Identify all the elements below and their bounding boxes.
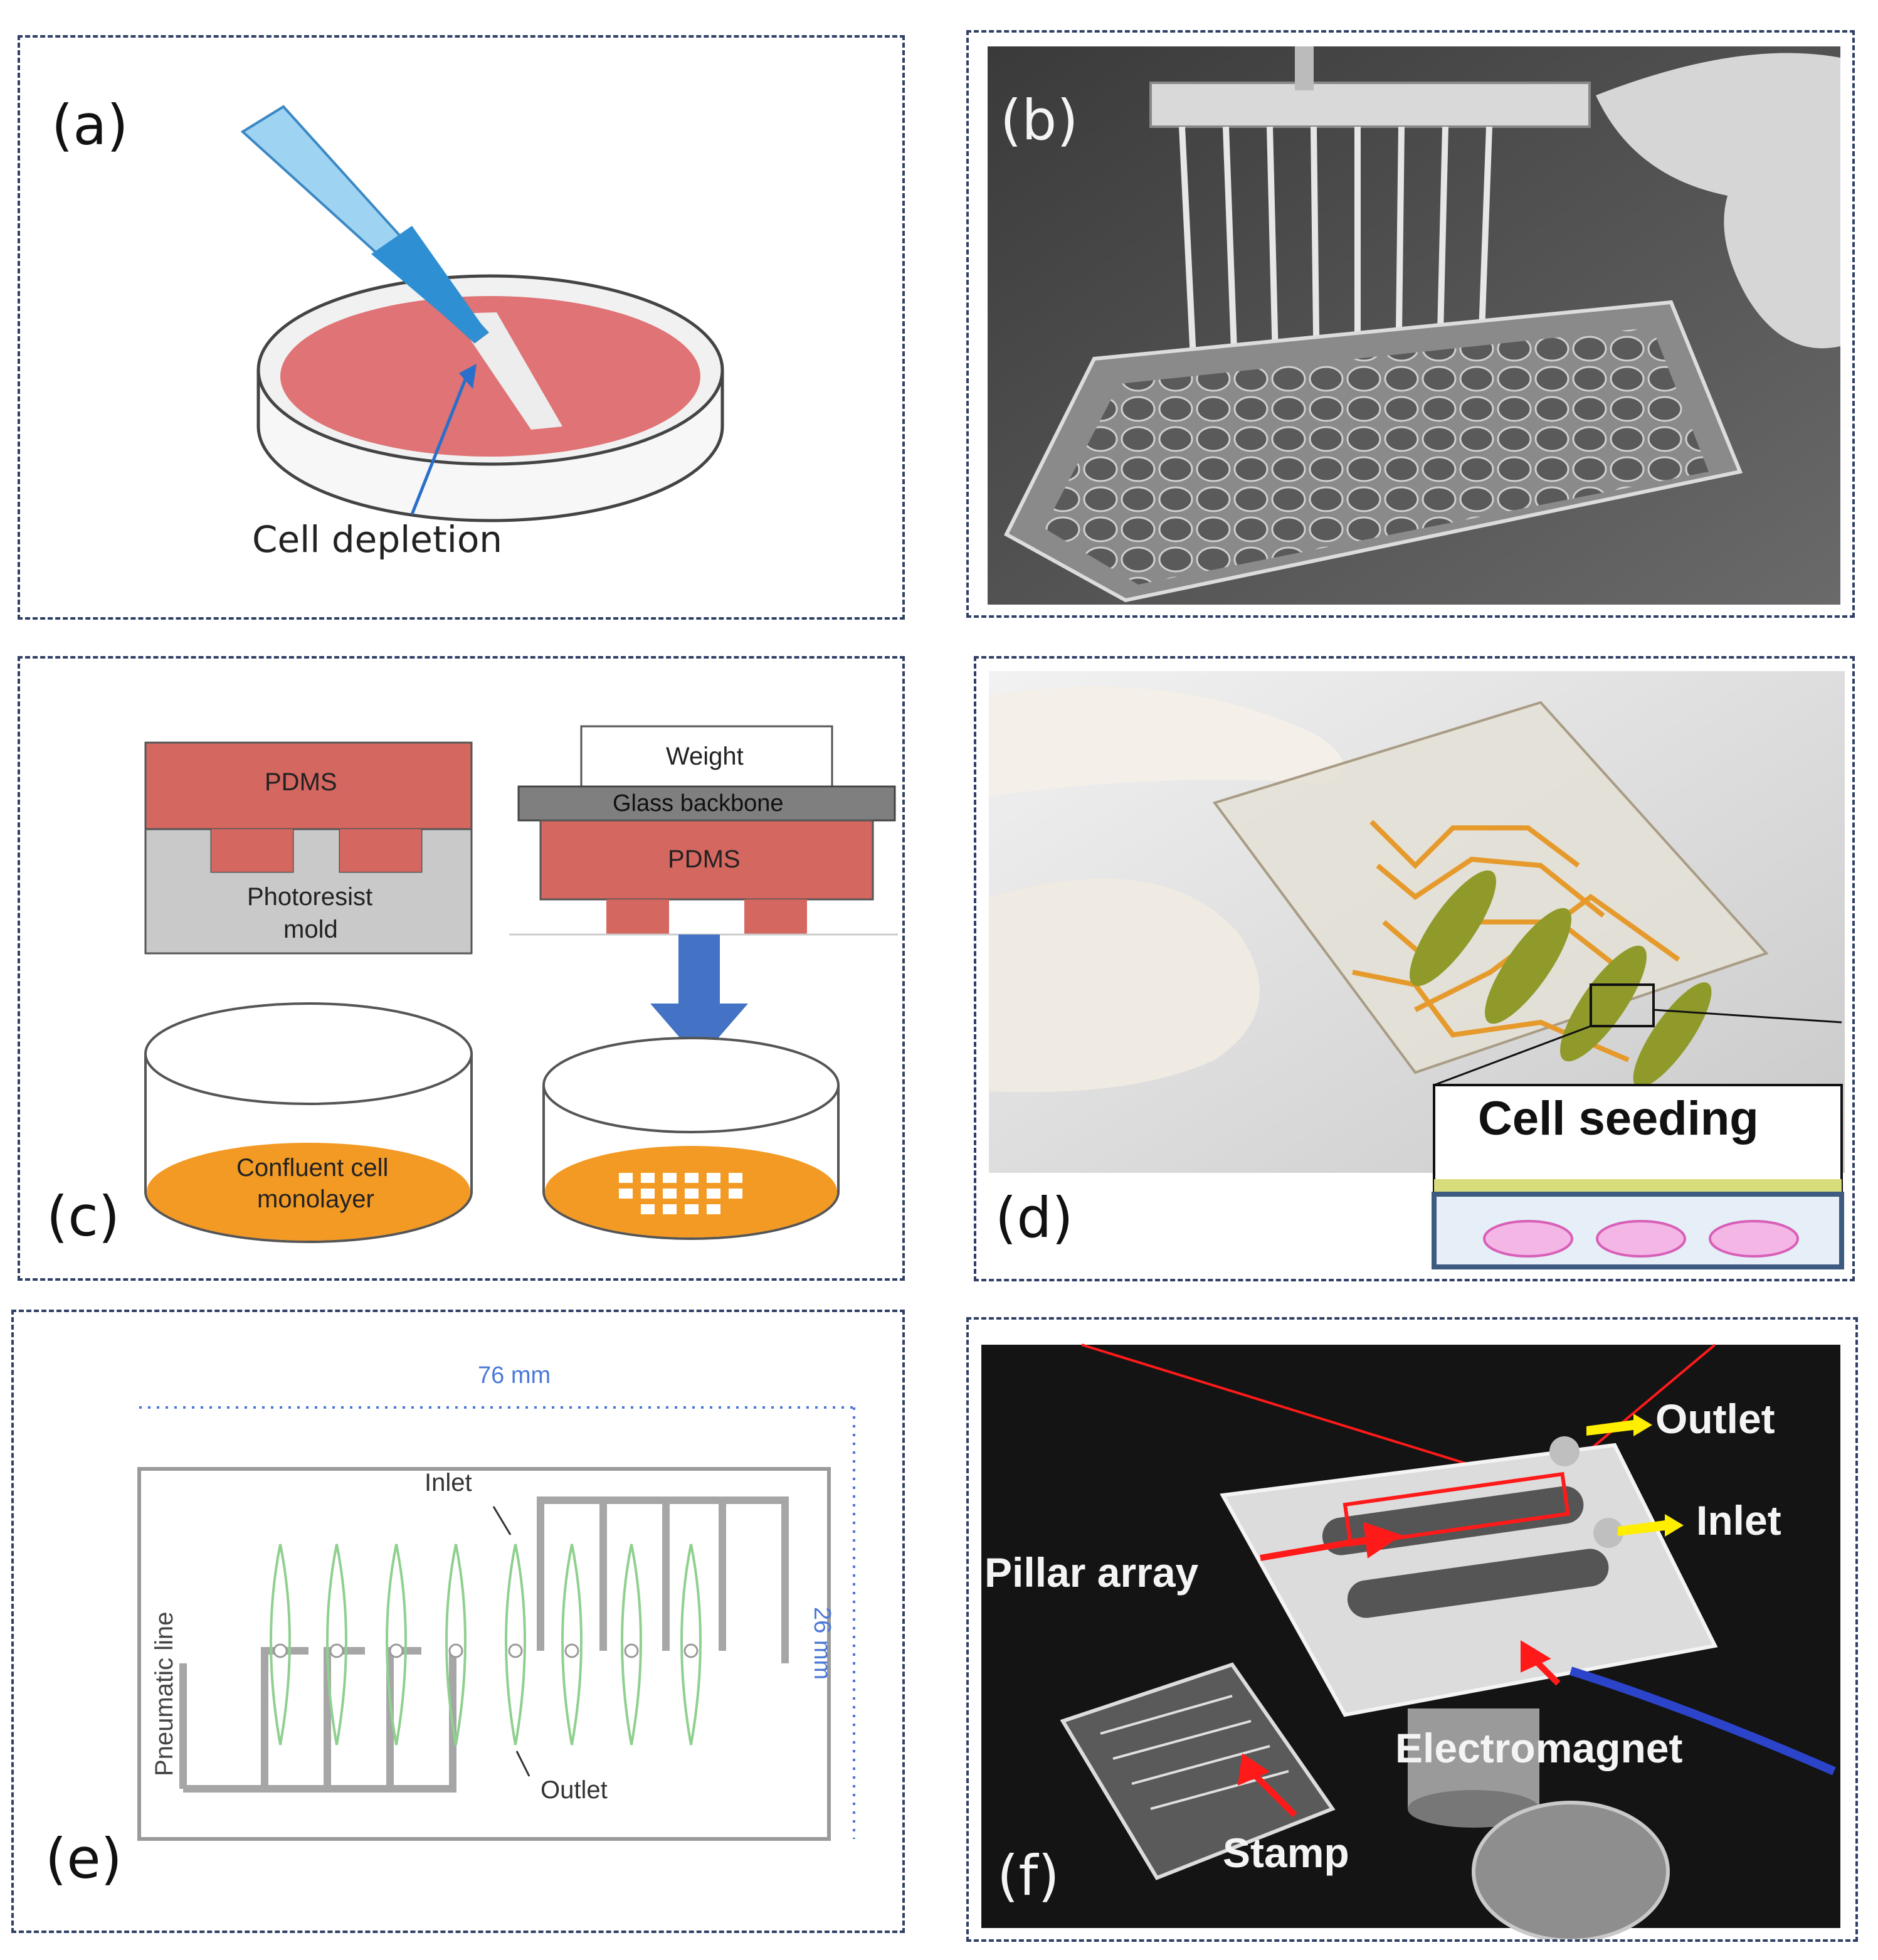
- pdms-on-mold: [144, 741, 473, 955]
- panel-e-label: (e): [45, 1826, 122, 1891]
- glass-backbone-label: Glass backbone: [613, 790, 784, 817]
- panel-b: (b): [966, 30, 1855, 618]
- photoresist-label: Photoresist: [247, 883, 373, 911]
- panel-d: Cell seeding (d): [974, 656, 1855, 1281]
- yellow-pointer-arrows: [1586, 1414, 1684, 1537]
- width-dimension-label: 76 mm: [478, 1362, 551, 1389]
- magnetic-stamp-device-photo: [981, 1343, 1840, 1939]
- down-arrow-icon: [650, 935, 748, 1060]
- height-dimension-label: 26 mm: [809, 1607, 835, 1680]
- patterned-dish: [542, 1037, 840, 1240]
- panel-b-label: (b): [1000, 88, 1079, 152]
- mold-label: mold: [283, 916, 338, 943]
- pdms-label-right: PDMS: [668, 845, 741, 873]
- panel-c: PDMS Photoresist mold Weight Glass backb…: [18, 656, 905, 1281]
- weighted-pdms-stamp: [509, 725, 898, 936]
- electromagnet-label: Electromagnet: [1395, 1725, 1683, 1771]
- petri-dish-scratch-illustration: [240, 105, 724, 522]
- multichannel-pipette-photo: [988, 46, 1840, 605]
- inlet-label: Inlet: [425, 1469, 472, 1496]
- ports: [273, 1643, 699, 1658]
- cell-seeding-label: Cell seeding: [1478, 1092, 1759, 1145]
- stamp-label: Stamp: [1223, 1830, 1349, 1876]
- panel-f: Outlet Inlet Pillar array Electromagnet …: [966, 1317, 1858, 1942]
- weight-label: Weight: [666, 743, 744, 770]
- cell-depletion-label: Cell depletion: [252, 518, 503, 561]
- monolayer-label: monolayer: [257, 1185, 374, 1213]
- panel-c-label: (c): [46, 1184, 120, 1249]
- pneumatic-lines: [179, 1496, 789, 1793]
- petri-dish-icon: [256, 274, 724, 522]
- confluent-label: Confluent cell: [236, 1154, 389, 1182]
- red-pointer-arrows: [1237, 1522, 1561, 1818]
- confluent-dish: [144, 1002, 473, 1243]
- culture-chambers: [270, 1544, 702, 1745]
- inlet-label: Inlet: [1696, 1497, 1781, 1544]
- pdms-stamping-diagram: [144, 725, 898, 1243]
- pipette-tip-icon: [240, 105, 489, 344]
- annotation-arrow: [410, 364, 477, 515]
- outlet-label: Outlet: [541, 1776, 608, 1804]
- pillar-array-label: Pillar array: [984, 1549, 1199, 1596]
- panel-a-label: (a): [51, 93, 129, 157]
- cell-seeding-inset: [1432, 1084, 1844, 1269]
- panel-a: (a) Cell depletion: [18, 35, 905, 620]
- outlet-label: Outlet: [1655, 1396, 1775, 1442]
- chip-layout-schematic: [137, 1406, 855, 1841]
- panel-e: 76 mm 26 mm Pneumatic line Inlet Outlet …: [11, 1310, 905, 1933]
- panel-d-label: (d): [995, 1185, 1074, 1250]
- culture-chambers: [1410, 870, 1712, 1088]
- pdms-label-left: PDMS: [265, 768, 337, 796]
- panel-f-label: (f): [997, 1843, 1060, 1908]
- organ-chip-photo: [989, 671, 1845, 1269]
- pneumatic-line-label: Pneumatic line: [150, 1611, 178, 1776]
